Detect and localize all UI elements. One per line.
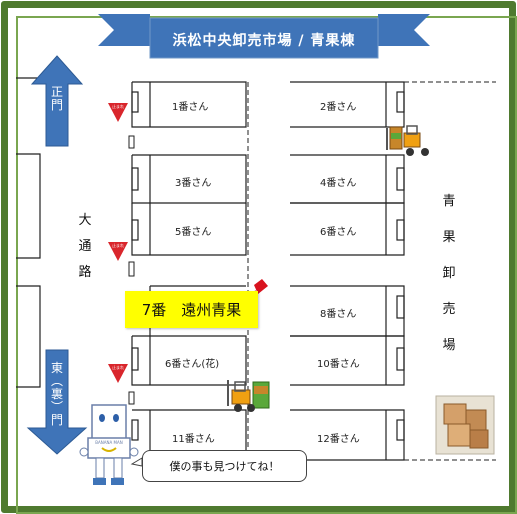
speech-bubble: 僕の事も見つけてね！ [142,450,307,482]
stall-8-label: 8番さん [320,309,357,320]
stall-3-label: 3番さん [175,178,212,189]
boxes-icon [435,395,495,455]
building-label-char: 卸 [442,266,456,281]
main-gate-label: 正 門 [49,86,65,112]
stall-1-label: 1番さん [172,102,209,113]
map-title: 浜松中央卸売市場 / 青果棟 [172,33,356,49]
road-label-char: 通 [78,239,92,254]
stall-10-label: 10番さん [317,359,360,370]
stop-sign-icon [108,103,128,383]
building-label-char: 売 [442,302,456,317]
building-label-char: 場 [442,338,456,353]
stall-4-label: 4番さん [320,178,357,189]
road-label: 大 通 路 [76,208,94,286]
stop-sign-label: 止まれ [112,243,124,248]
stop-sign-label: 止まれ [112,104,124,109]
east-gate-arrow [26,349,88,455]
map-frame-inner [16,16,517,514]
title-banner [98,14,430,59]
east-gate-char: ︵ [50,374,63,388]
road-label-char: 大 [78,213,92,228]
boundary-dashes [247,81,496,461]
highlighted-stall-enshu-seika[interactable]: 7番 遠州青果 [125,291,258,328]
pillars [128,135,135,405]
forklift-icon [386,125,429,156]
mascot-label: BANANA MAN [95,440,123,445]
east-gate-label: 東 ︵ 裏 ︶ 門 [49,362,65,427]
mascot-icon [79,404,139,485]
east-gate-char: 門 [50,413,63,427]
east-gate-char: 裏 [50,387,63,401]
stall-5-label: 5番さん [175,227,212,238]
forklift-icon [227,380,270,412]
stall-12-label: 12番さん [317,434,360,445]
stall-flower-label: 6番さん(花) [165,359,220,370]
left-structures [16,77,41,388]
main-gate-char: 正 [50,85,63,99]
building-label: 青 果 卸 売 場 [440,184,458,364]
stall-2-label: 2番さん [320,102,357,113]
stop-sign-label: 止まれ [112,365,124,370]
road-label-char: 路 [78,265,92,280]
main-gate-char: 門 [50,98,63,112]
main-gate-arrow [30,55,84,147]
speech-tail [130,457,143,467]
east-gate-char: 東 [50,361,63,375]
building-label-char: 果 [442,230,456,245]
building-label-char: 青 [442,194,456,209]
stall-6-label: 6番さん [320,227,357,238]
east-gate-char: ︶ [50,400,63,414]
stall-11-label: 11番さん [172,434,215,445]
